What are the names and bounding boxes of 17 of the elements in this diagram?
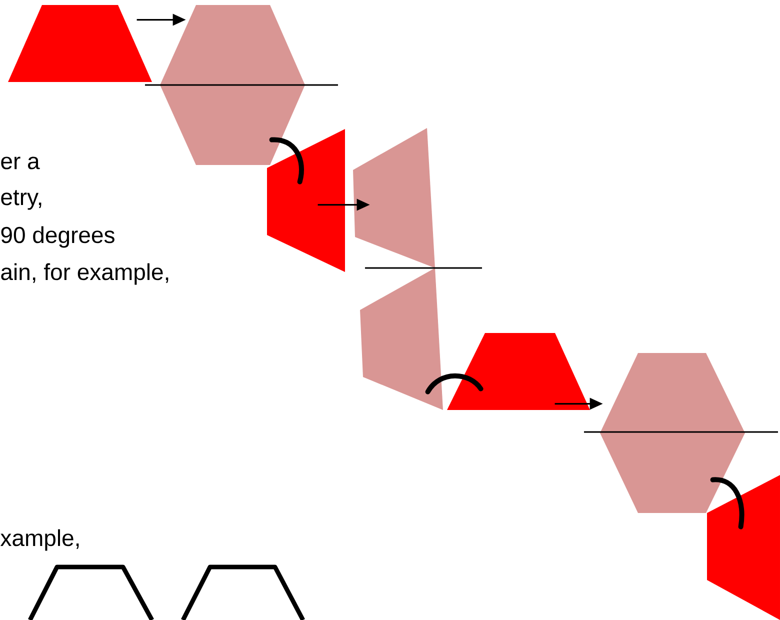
body-text: er a <box>1 156 40 170</box>
hexagon-shape <box>160 5 305 165</box>
body-text: 90 degrees <box>1 226 114 248</box>
body-text: xample, <box>0 529 79 551</box>
quadrilateral-shape <box>267 129 345 272</box>
trapezoid-shape <box>8 5 152 82</box>
trapezoid-outline <box>28 564 154 620</box>
arrow <box>318 198 370 211</box>
quadrilateral-shape <box>707 475 780 620</box>
body-text: ain, for example, <box>1 263 168 285</box>
trapezoid-shape <box>447 333 590 410</box>
hexagon-shape <box>600 353 745 513</box>
reflected-shape <box>353 128 443 410</box>
arrow <box>554 398 603 410</box>
body-text: etry, <box>1 190 42 210</box>
arrow <box>136 14 186 26</box>
trapezoid-outline <box>181 564 305 620</box>
